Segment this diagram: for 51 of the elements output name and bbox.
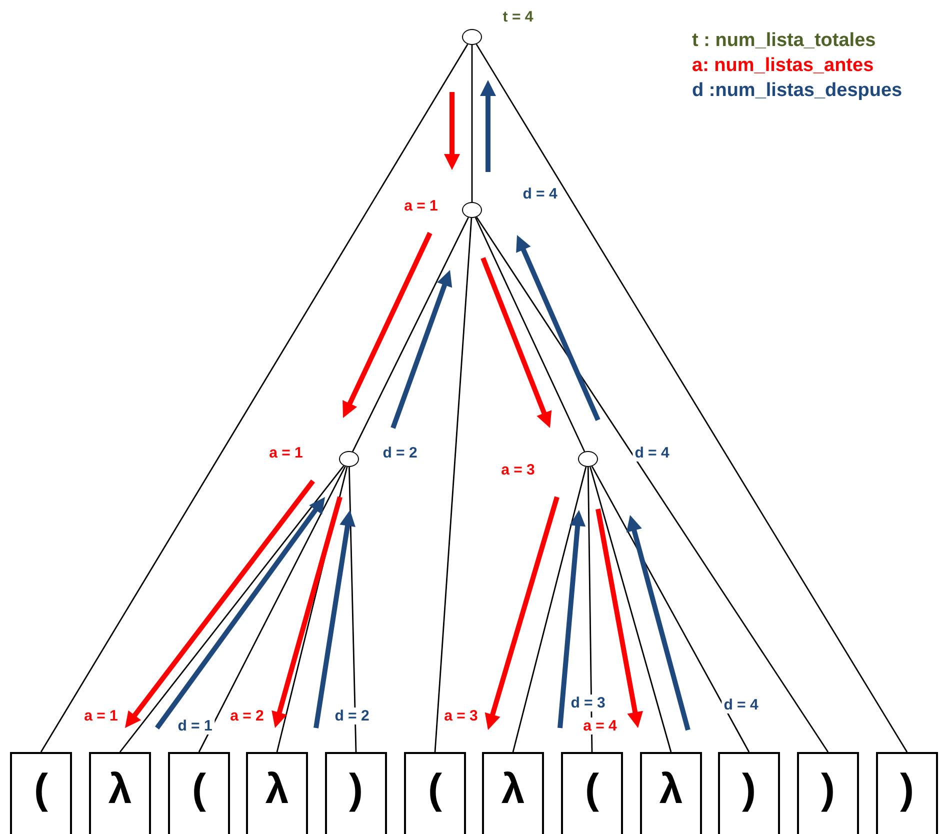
symbol-text: λ: [501, 768, 525, 814]
symbol-text: ): [821, 768, 835, 814]
symbol-text: ): [742, 768, 756, 814]
legend-entry: t : num_lista_totales: [692, 30, 877, 52]
symbol-text: (: [34, 768, 48, 814]
tree-edge: [590, 466, 672, 752]
symbol-box: [718, 752, 780, 834]
value-label: d = 2: [332, 708, 372, 724]
tree-edge: [471, 45, 473, 202]
tree-node-circle: [339, 451, 359, 467]
symbol-box: [482, 752, 544, 834]
tree-node-circle: [462, 29, 482, 45]
symbol-box: [168, 752, 230, 834]
value-label: a = 4: [581, 718, 619, 734]
symbol-text: (: [428, 768, 442, 814]
value-label: d = 3: [568, 694, 608, 712]
symbol-text: λ: [659, 768, 683, 814]
tree-edge: [198, 466, 346, 752]
symbol-text: ): [349, 768, 363, 814]
tree-edge: [476, 216, 829, 752]
tree-edge: [512, 466, 587, 752]
symbol-text: (: [585, 768, 599, 814]
tree-edge: [587, 467, 593, 752]
symbol-box: [561, 752, 623, 834]
tree-node-circle: [462, 202, 482, 218]
symbol-box: [246, 752, 308, 834]
tree-edge: [40, 44, 468, 752]
symbol-box: [404, 752, 466, 834]
legend-entry: a: num_listas_antes: [692, 55, 875, 77]
tree-edge: [434, 218, 472, 752]
tree-node-circle: [578, 451, 598, 467]
symbol-box: [325, 752, 387, 834]
tree-edge: [591, 466, 750, 752]
symbol-box: [797, 752, 859, 834]
symbol-text: ): [900, 768, 914, 814]
symbol-box: [89, 752, 151, 834]
symbol-box: [876, 752, 938, 834]
symbol-box: [640, 752, 702, 834]
tree-edge: [474, 217, 586, 452]
symbol-text: λ: [265, 768, 289, 814]
symbol-box: [10, 752, 72, 834]
value-label: d = 1: [176, 718, 214, 734]
symbol-text: (: [192, 768, 206, 814]
legend-entry: d :num_listas_despues: [692, 80, 902, 102]
tree-edge: [348, 466, 357, 752]
tree-edge: [119, 465, 344, 752]
value-label: d = 4: [632, 444, 672, 462]
value-label: d = 4: [722, 696, 760, 714]
symbol-text: λ: [108, 768, 132, 814]
tree-edge: [476, 44, 908, 752]
tree-edge: [352, 217, 469, 452]
